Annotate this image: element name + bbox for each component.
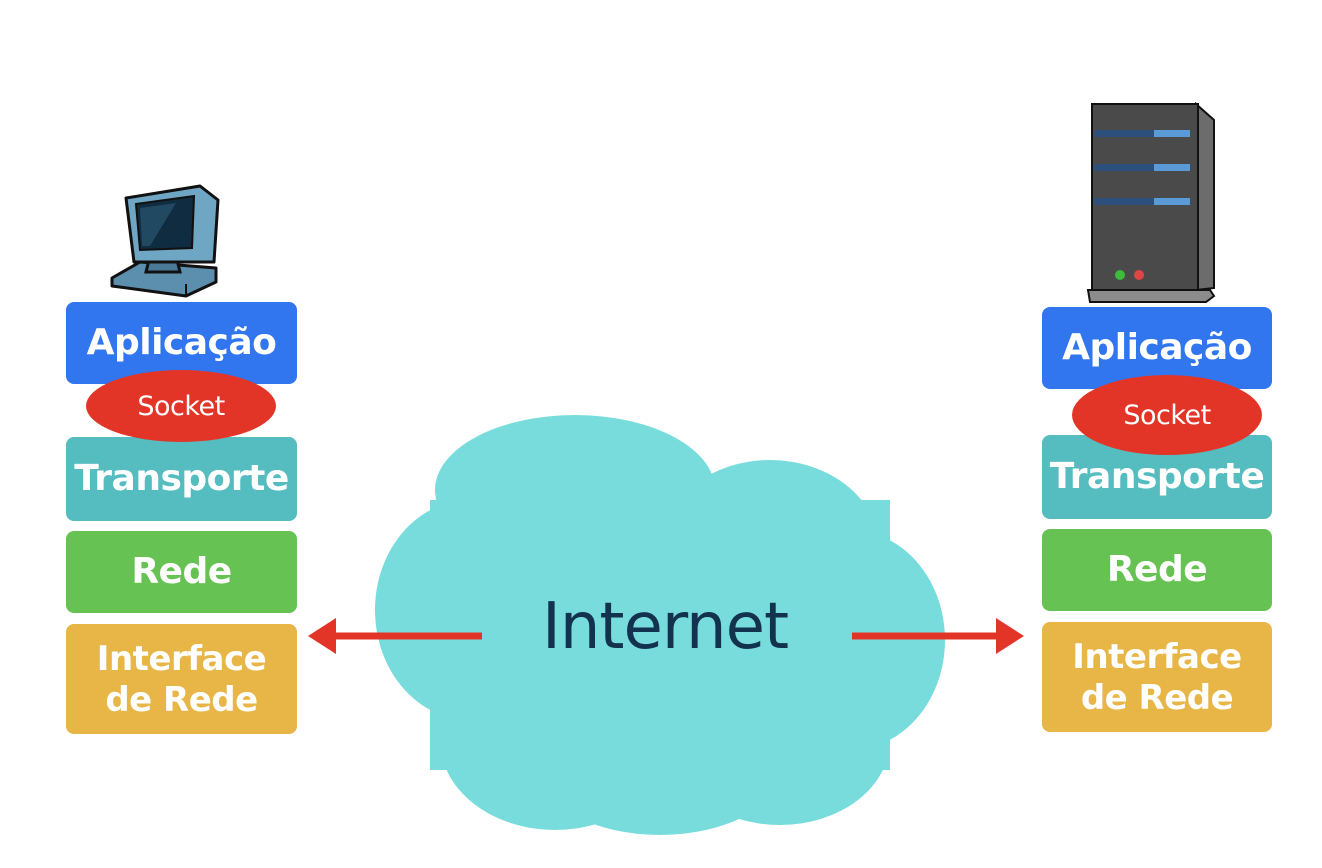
server-socket: Socket bbox=[1072, 375, 1262, 455]
client-application-layer: Aplicação bbox=[66, 302, 297, 384]
server-network-label: Rede bbox=[1106, 549, 1208, 591]
server-network-layer: Rede bbox=[1042, 529, 1272, 611]
internet-label: Internet bbox=[541, 590, 789, 664]
client-transport-layer: Transporte bbox=[66, 437, 297, 521]
server-interface-line1: Interface bbox=[1072, 637, 1242, 678]
right-arrow-icon bbox=[852, 618, 1024, 654]
server-interface-line2: de Rede bbox=[1080, 678, 1234, 718]
server-interface-layer: Interface de Rede bbox=[1042, 622, 1272, 732]
client-interface-layer: Interface de Rede bbox=[66, 624, 297, 734]
server-tower-icon bbox=[1086, 101, 1216, 303]
desktop-computer-icon bbox=[110, 184, 220, 298]
client-network-label: Rede bbox=[131, 551, 232, 593]
client-interface-line2: de Rede bbox=[105, 680, 258, 720]
client-interface-line1: Interface bbox=[96, 639, 267, 680]
left-arrow-icon bbox=[308, 618, 482, 654]
client-socket: Socket bbox=[86, 370, 276, 442]
server-application-layer: Aplicação bbox=[1042, 307, 1272, 389]
internet-cloud bbox=[375, 415, 945, 835]
client-network-layer: Rede bbox=[66, 531, 297, 613]
